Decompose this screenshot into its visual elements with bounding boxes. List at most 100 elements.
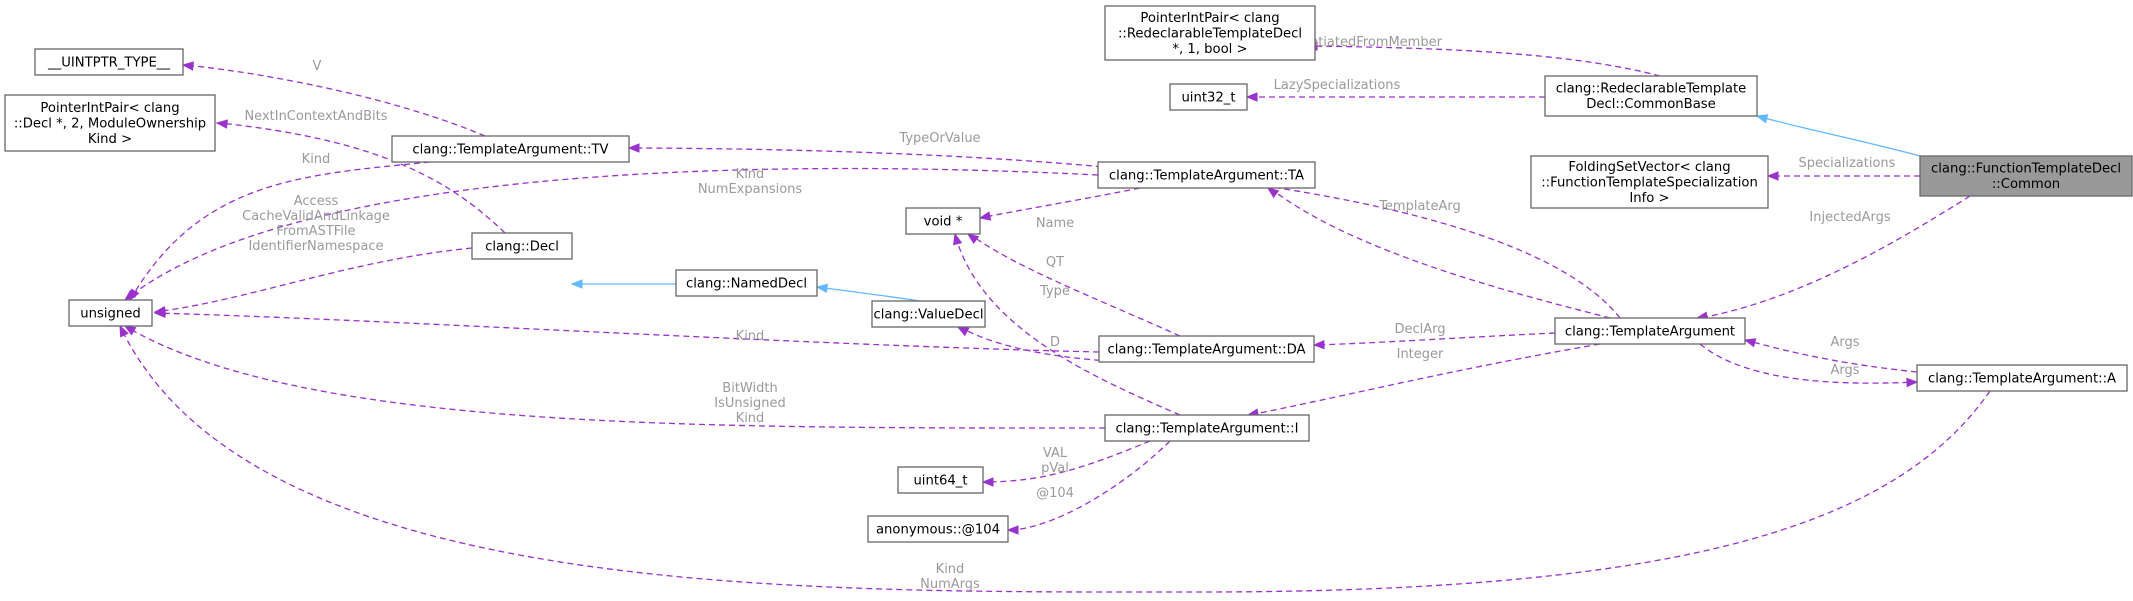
edge-rtd_cb-to-pip_rtd: InstantiatedFromMember [1278,35,1661,77]
node-ti[interactable]: clang::TemplateArgument::I [1104,414,1310,442]
edge-label: Kind [736,329,765,344]
node-focus[interactable]: clang::FunctionTemplateDecl::Common [1919,155,2133,197]
node-uint64[interactable]: uint64_t [897,466,984,494]
node-rtd-cb[interactable]: clang::RedeclarableTemplateDecl::CommonB… [1544,75,1758,117]
inheritance-arrowhead [815,283,829,294]
member-arrowhead [1906,377,1919,388]
edge-label: CacheValidAndLinkage [242,209,390,224]
edge-label: Type [1039,284,1070,299]
node-label: clang::FunctionTemplateDecl [1931,162,2121,177]
edge-line [979,187,1141,219]
member-arrowhead [1743,338,1757,348]
edge-label: IsUnsigned [714,396,786,411]
edge-label: Kind [736,411,765,426]
node-uintptr[interactable]: __UINTPTR_TYPE__ [34,48,184,76]
node-nameddecl[interactable]: clang::NamedDecl [675,269,818,297]
edge-line [982,440,1151,483]
edge-line [124,167,1099,301]
node-label: clang::Decl [485,239,559,254]
node-tv[interactable]: clang::TemplateArgument::TV [391,135,630,163]
node-box [1169,83,1248,111]
member-arrowhead [1006,525,1019,535]
node-label: clang::RedeclarableTemplate [1556,82,1747,97]
edge-label: FromASTFile [276,224,355,239]
node-box [4,94,216,152]
node-label: uint64_t [913,473,967,488]
edge-label: @104 [1036,486,1074,501]
edge-label: D [1050,335,1060,350]
edge-line [628,147,1621,319]
edge-label: Kind [936,562,965,577]
node-uint32[interactable]: uint32_t [1169,83,1248,111]
node-box [905,207,981,235]
node-label: *, 1, bool > [1172,42,1247,57]
edge-line [219,122,506,234]
edge-line [1007,440,1171,531]
member-arrowhead [627,143,640,153]
node-box [1544,75,1758,117]
node-box [471,232,573,260]
node-pip-decl[interactable]: PointerIntPair< clang::Decl *, 2, Module… [4,94,216,152]
member-arrowhead [1245,92,1258,102]
edge-line [154,312,1100,353]
edge-focus-to-fsv: Specializations [1766,156,1920,181]
edge-label: Specializations [1799,156,1896,171]
node-label: clang::TemplateArgument [1565,324,1735,339]
member-arrowhead [123,325,137,336]
node-pip-rtd[interactable]: PointerIntPair< clang::RedeclarableTempl… [1104,5,1316,61]
edge-label: LazySpecializations [1274,78,1401,93]
edge-line [154,247,473,313]
node-label: ::Decl *, 2, ModuleOwnership [14,116,206,131]
node-label: clang::TemplateArgument::I [1116,421,1299,436]
edge-da-to-voidp: QT [966,233,1181,337]
edge-targ-to-ta: TemplateArg [1266,187,1611,319]
edge-label: pVal [1041,461,1069,476]
node-box [1554,317,1746,345]
node-box [1919,155,2133,197]
member-arrowhead [953,232,963,246]
node-valuedecl[interactable]: clang::ValueDecl [871,300,986,328]
node-voidp[interactable]: void * [905,207,981,235]
edge-label: QT [1046,255,1064,270]
node-da[interactable]: clang::TemplateArgument::DA [1098,335,1315,363]
member-arrowhead [119,324,129,338]
member-arrowhead [981,477,994,487]
node-label: PointerIntPair< clang [40,101,179,116]
node-anon[interactable]: anonymous::@104 [867,515,1009,543]
node-label: clang::TemplateArgument::DA [1107,342,1305,357]
node-label: anonymous::@104 [876,522,1000,537]
edge-targ_a-to-targ: Args [1743,335,1918,373]
edge-label: Kind [736,167,765,182]
node-label: Info > [1629,191,1669,206]
edge-rtd_cb-to-uint32: LazySpecializations [1245,78,1545,102]
edge-label: InjectedArgs [1809,210,1890,225]
edge-targ-to-tv: TypeOrValue [627,131,1621,319]
node-ta[interactable]: clang::TemplateArgument::TA [1097,161,1316,189]
node-label: clang::TemplateArgument::A [1928,371,2116,386]
node-label: clang::NamedDecl [686,276,807,291]
node-fsv[interactable]: FoldingSetVector< clang::FunctionTemplat… [1530,155,1769,209]
node-label: unsigned [80,306,140,321]
edge-line [1269,187,1611,319]
edge-ta-to-voidp: Name [978,187,1141,231]
node-targ-a[interactable]: clang::TemplateArgument::A [1916,364,2128,392]
edge-label: V [313,59,322,74]
edge-line [185,64,486,137]
node-decl[interactable]: clang::Decl [471,232,573,260]
node-box [675,269,818,297]
node-box [1097,161,1316,189]
node-box [1104,414,1310,442]
edge-label: DeclArg [1394,322,1445,337]
edge-line [1699,343,1918,384]
node-unsigned[interactable]: unsigned [68,299,153,327]
node-label: ::FunctionTemplateSpecialization [1541,175,1758,190]
edge-label: Args [1830,335,1859,350]
node-targ[interactable]: clang::TemplateArgument [1554,317,1746,345]
edge-label: Name [1036,216,1074,231]
node-box [867,515,1009,543]
edge-label: InstantiatedFromMember [1278,35,1443,50]
node-label: clang::TemplateArgument::TV [412,142,608,157]
